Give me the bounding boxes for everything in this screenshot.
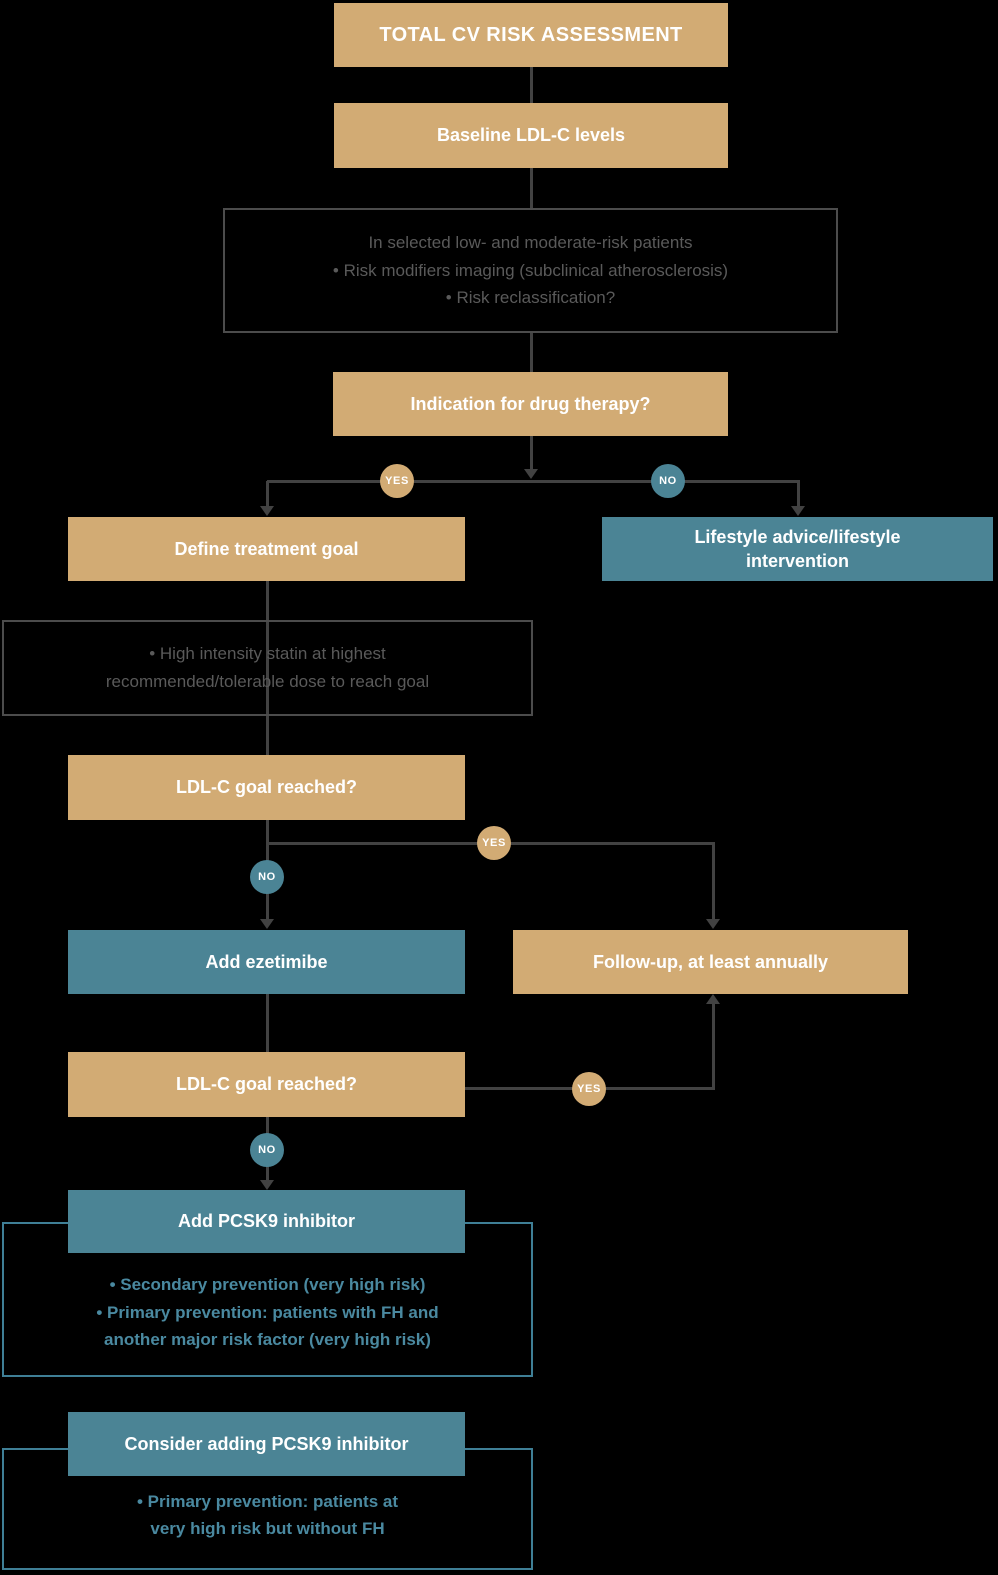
connector-yes-followup xyxy=(712,844,715,920)
arrowhead-lifestyle xyxy=(791,506,805,516)
badge-yes-3: YES xyxy=(572,1072,606,1106)
arrowhead-indication-branch xyxy=(524,469,538,479)
arrowhead-followup xyxy=(706,919,720,929)
node-add-ezetimibe: Add ezetimibe xyxy=(68,930,465,994)
note-risk-modifiers-bullet2: • Risk reclassification? xyxy=(445,288,616,308)
connector-yes2-followup xyxy=(712,1004,715,1089)
note-pcsk9-bullet1: • Secondary prevention (very high risk) xyxy=(109,1275,426,1295)
badge-no-1: NO xyxy=(651,464,685,498)
connector-risknote-indication xyxy=(530,333,533,372)
badge-yes-2: YES xyxy=(477,826,511,860)
connector-total-baseline xyxy=(530,67,533,103)
note-risk-modifiers-line1: In selected low- and moderate-risk patie… xyxy=(368,233,693,253)
arrowhead-define xyxy=(260,506,274,516)
connector-branch-define xyxy=(266,481,269,507)
arrowhead-pcsk9 xyxy=(260,1180,274,1190)
node-follow-up: Follow-up, at least annually xyxy=(513,930,908,994)
arrowhead-followup-up xyxy=(706,994,720,1004)
note-consider-bullet1: • Primary prevention: patients at very h… xyxy=(136,1491,399,1538)
node-total-cv-risk: TOTAL CV RISK ASSESSMENT xyxy=(334,3,728,67)
connector-branch-lifestyle xyxy=(797,481,800,507)
badge-yes-1: YES xyxy=(380,464,414,498)
node-define-treatment-goal: Define treatment goal xyxy=(68,517,465,581)
note-risk-modifiers: In selected low- and moderate-risk patie… xyxy=(223,208,838,333)
node-ldl-goal-reached-2: LDL-C goal reached? xyxy=(68,1052,465,1117)
badge-no-3: NO xyxy=(250,1133,284,1167)
arrowhead-ezetimibe xyxy=(260,919,274,929)
note-risk-modifiers-bullet1: • Risk modifiers imaging (subclinical at… xyxy=(332,260,729,280)
node-lifestyle-advice: Lifestyle advice/lifestyle intervention xyxy=(602,517,993,581)
note-pcsk9-indications: • Secondary prevention (very high risk) … xyxy=(2,1222,533,1377)
node-ldl-goal-reached-1: LDL-C goal reached? xyxy=(68,755,465,820)
branch-line-yes-no xyxy=(267,480,800,483)
note-pcsk9-bullet2: • Primary prevention: patients with FH a… xyxy=(96,1302,439,1349)
badge-no-2: NO xyxy=(250,860,284,894)
note-high-intensity-statin: • High intensity statin at highest recom… xyxy=(2,620,533,716)
connector-ezetimibe-ldl2 xyxy=(266,994,269,1052)
node-baseline-ldl: Baseline LDL-C levels xyxy=(334,103,728,168)
connector-define-ldl1 xyxy=(266,581,269,755)
node-indication-drug-therapy: Indication for drug therapy? xyxy=(333,372,728,436)
node-add-pcsk9: Add PCSK9 inhibitor xyxy=(68,1190,465,1253)
node-consider-pcsk9: Consider adding PCSK9 inhibitor xyxy=(68,1412,465,1476)
connector-baseline-risknote xyxy=(530,168,533,208)
connector-indication-branch xyxy=(530,436,533,469)
